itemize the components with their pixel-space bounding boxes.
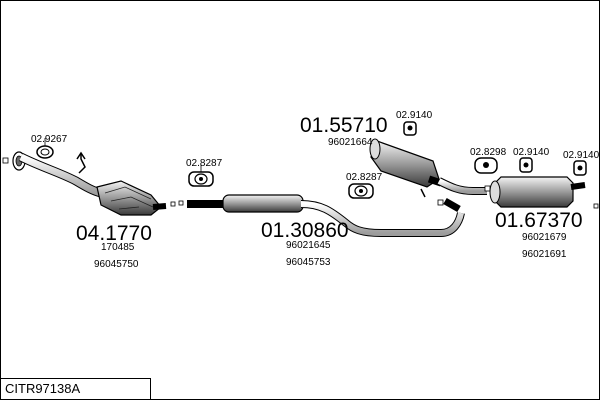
- rubber-hanger-icon: [573, 160, 587, 176]
- hanger-code-a: 02.9140: [396, 110, 433, 121]
- clamp-code-a: 02.8287: [186, 158, 223, 169]
- tail-silencer-ref-1: 96021679: [522, 232, 567, 243]
- hanger-code-d: 02.9140: [563, 150, 599, 161]
- rubber-hanger-icon: [519, 157, 533, 173]
- hanger-code-c: 02.9140: [513, 147, 550, 158]
- hanger-code-b: 02.8298: [470, 147, 507, 158]
- clamp-icon: [188, 165, 214, 187]
- tail-silencer-code: 01.67370: [495, 209, 583, 232]
- gasket-ring: [36, 138, 54, 159]
- rear-silencer: [369, 138, 491, 198]
- rubber-hanger-icon: [403, 121, 417, 136]
- tail-silencer-ref-2: 96021691: [522, 249, 567, 260]
- catalytic-converter-ref-1: 170485: [101, 242, 135, 253]
- diagram-reference: CITR97138A: [1, 378, 151, 399]
- rear-silencer-ref: 96021664: [328, 137, 373, 148]
- clamp-code-b: 02.8287: [346, 172, 383, 183]
- rubber-hanger-icon: [474, 157, 498, 174]
- rear-silencer-code: 01.55710: [300, 114, 388, 137]
- gasket-code: 02.9267: [31, 134, 68, 145]
- middle-silencer-ref-1: 96021645: [286, 240, 331, 251]
- clamp-icon: [348, 183, 374, 199]
- middle-silencer-ref-2: 96045753: [286, 257, 331, 268]
- tail-silencer: [489, 176, 599, 209]
- catalytic-converter: [2, 151, 176, 216]
- catalytic-converter-code: 04.1770: [76, 222, 152, 245]
- catalytic-converter-ref-2: 96045750: [94, 259, 139, 270]
- middle-silencer: [178, 194, 465, 237]
- middle-silencer-code: 01.30860: [261, 219, 349, 242]
- lambda-sensor-icon: [76, 151, 86, 174]
